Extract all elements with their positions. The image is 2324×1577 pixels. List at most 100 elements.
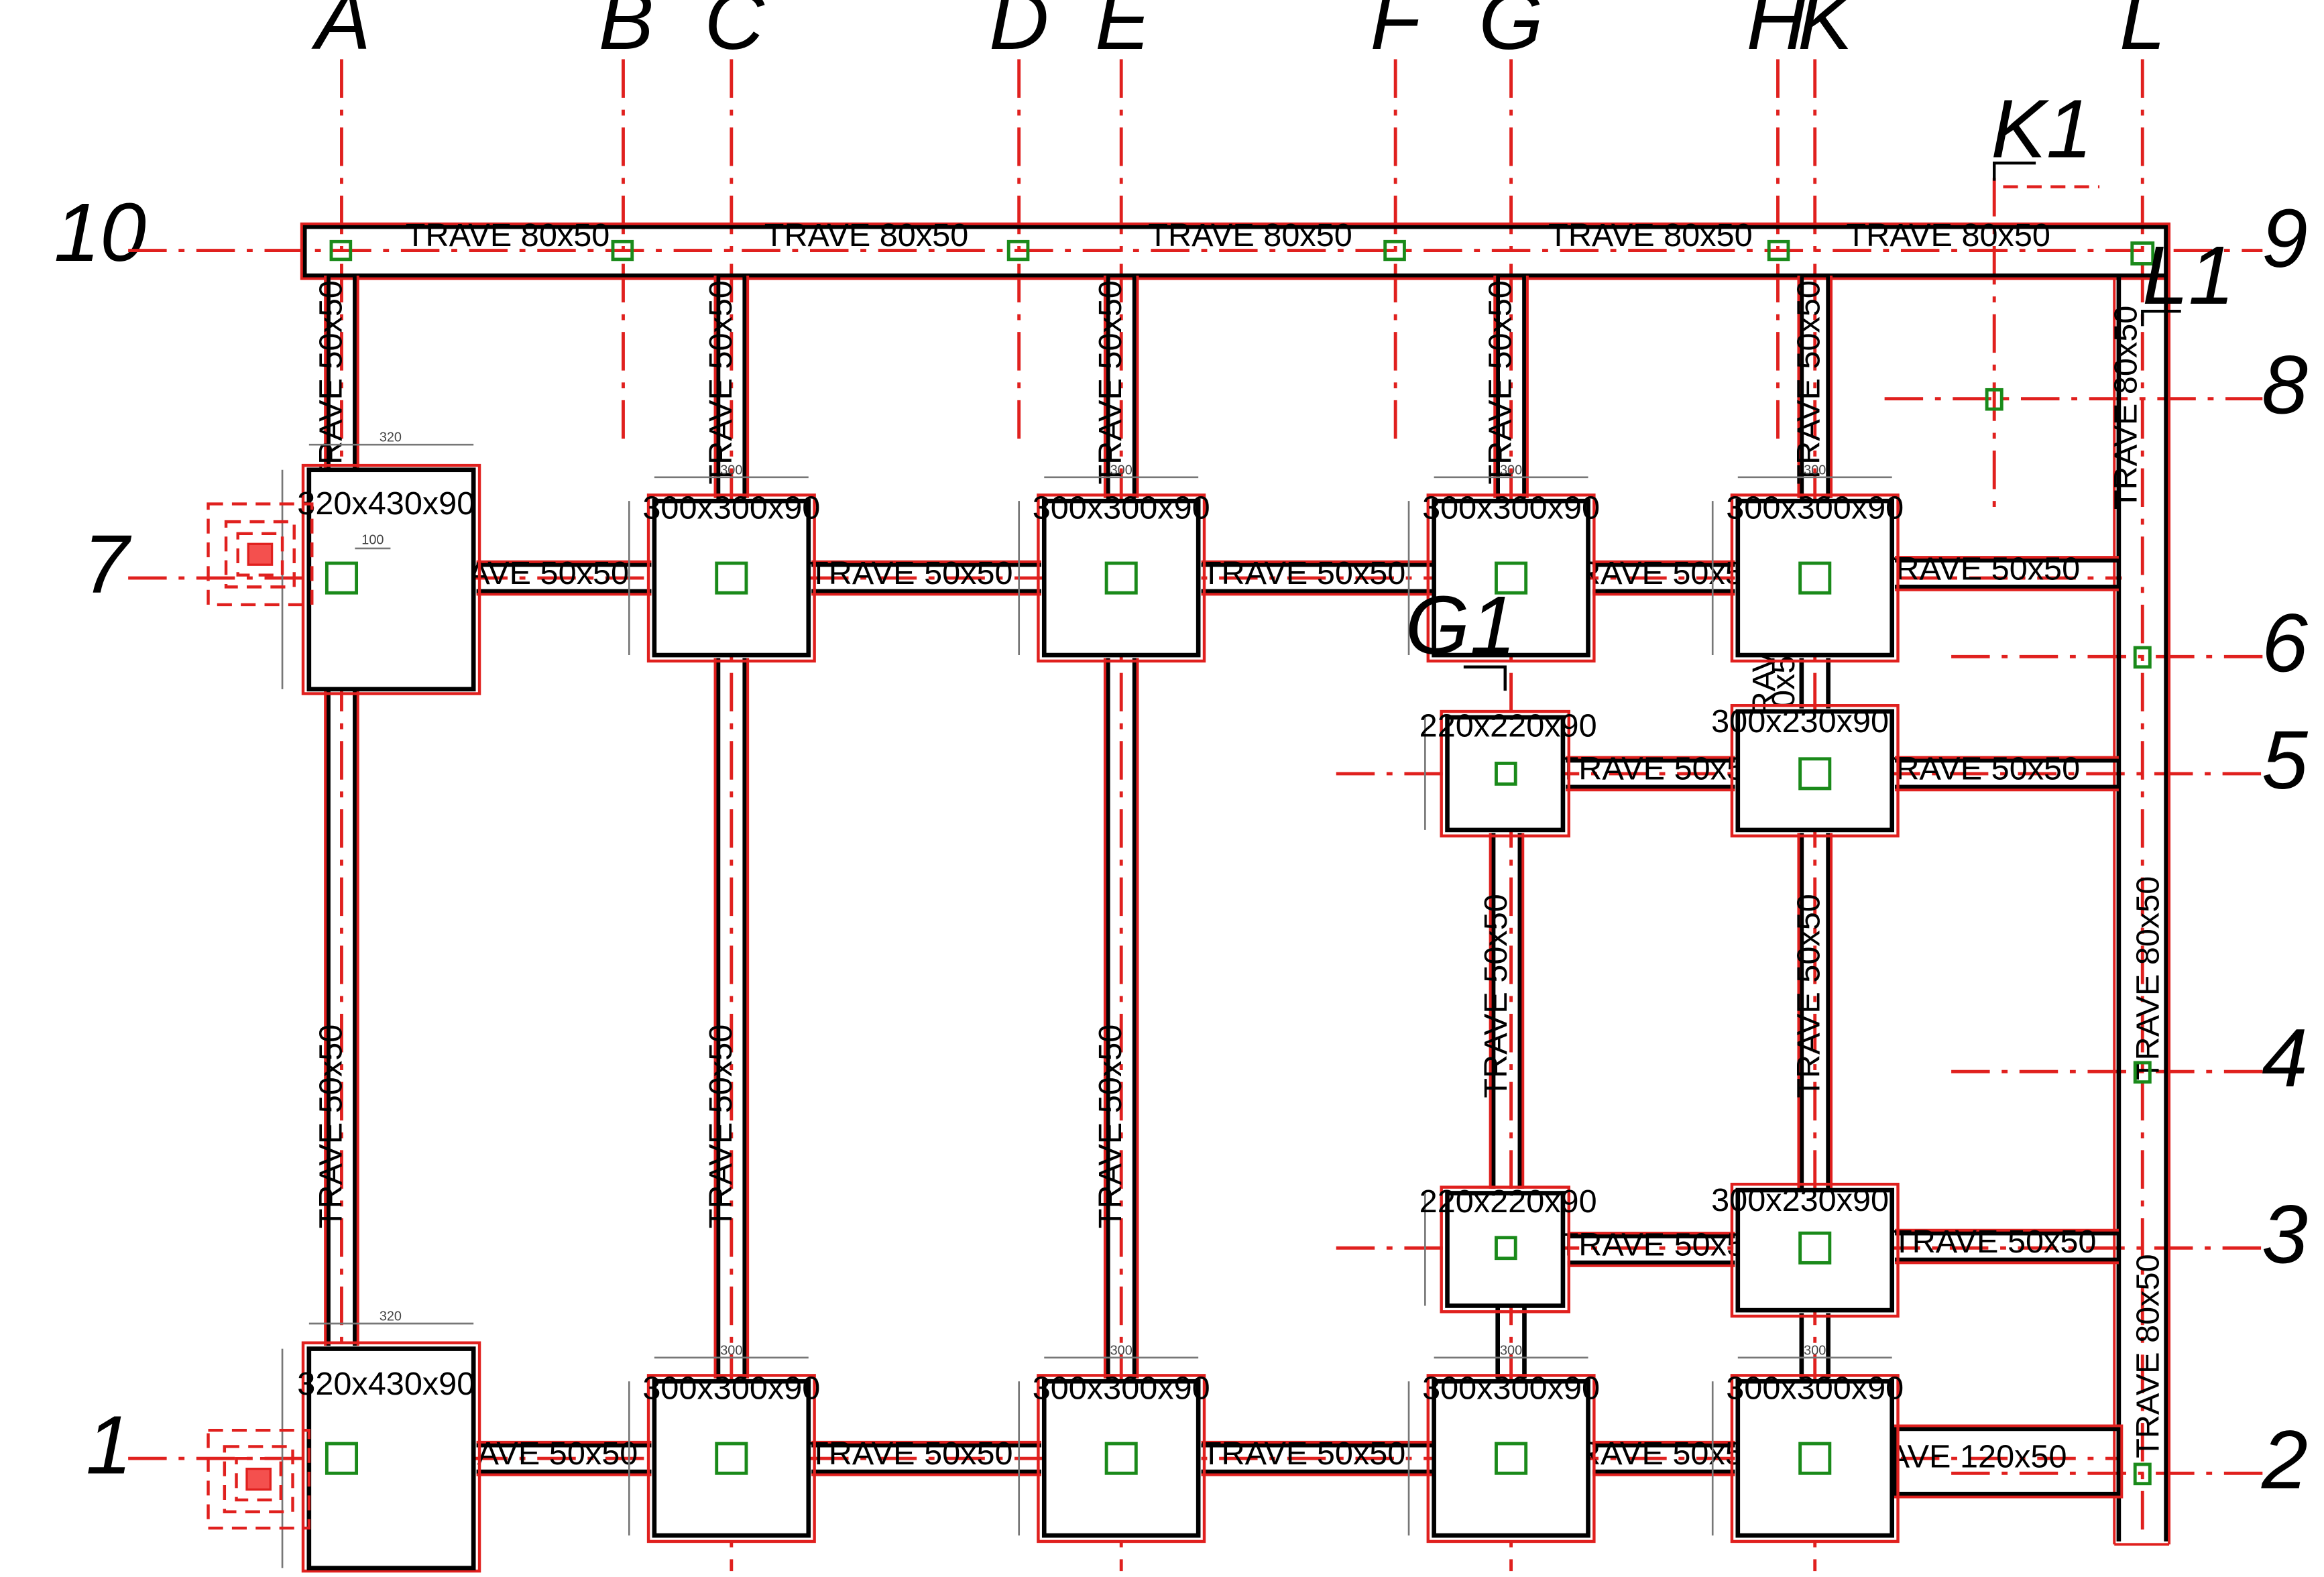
column-marker — [1104, 561, 1138, 595]
trave-label-1-2: TRAVE 50x50 — [809, 1436, 1013, 1472]
footing-c7: 300 300x300x90 — [628, 463, 820, 663]
footing-label-k5: 300x230x90 — [1711, 703, 1889, 740]
column-marker — [325, 1442, 359, 1475]
svg-text:320: 320 — [380, 430, 402, 445]
special-axis-k1: K1 — [1991, 82, 2100, 188]
trave-label-1-3: TRAVE 50x50 — [1202, 1436, 1406, 1472]
footing-k5: 300x230x90 — [1711, 703, 1900, 837]
svg-text:100: 100 — [361, 532, 384, 547]
footing-label-e7: 300x300x90 — [1033, 490, 1210, 526]
column-marker — [2133, 1462, 2152, 1486]
column-marker — [325, 561, 359, 595]
column-marker — [329, 239, 353, 261]
axis-label-d: D — [989, 0, 1049, 67]
footing-g7: 300 300x300x90 — [1407, 463, 1600, 663]
trave-label-g-top: TRAVE 50x50 — [1483, 280, 1519, 485]
footing-e1: 300 300x300x90 — [1018, 1343, 1210, 1543]
column-marker — [715, 1442, 748, 1475]
column-marker — [1798, 561, 1832, 595]
footing-c1: 300 300x300x90 — [628, 1343, 820, 1543]
trave-label-7-3: TRAVE 50x50 — [1202, 555, 1406, 591]
trave-label-1-4: TRAVE 50x50 — [1557, 1436, 1761, 1472]
column-marker — [1798, 757, 1832, 791]
footing-label-g7: 300x300x90 — [1422, 490, 1600, 526]
column-markers — [325, 239, 2155, 1486]
trave-label-c-mid: TRAVE 50x50 — [703, 1025, 739, 1229]
footing-label-k3: 300x230x90 — [1711, 1182, 1889, 1218]
footing-g1: 300 300x300x90 — [1407, 1343, 1600, 1543]
svg-text:320: 320 — [380, 1309, 402, 1324]
footing-k7: 300 300x300x90 — [1711, 463, 1904, 663]
footing-a7: 320 100 320x430x90 — [281, 430, 481, 695]
column-marker — [1495, 1442, 1528, 1475]
column-marker — [2130, 241, 2155, 266]
trave-label-5-2: TRAVE 50x50 — [1876, 751, 2081, 787]
axis-label-f: F — [1370, 0, 1425, 67]
svg-text:300: 300 — [720, 463, 742, 477]
axis-label-3: 3 — [2262, 1188, 2308, 1281]
footing-label-g3: 220x220x90 — [1419, 1183, 1597, 1220]
footing-g5: 220x220x90 — [1419, 708, 1597, 837]
footing-k1: 300 300x300x90 — [1711, 1343, 1904, 1543]
trave-label-c-top: TRAVE 50x50 — [703, 280, 739, 485]
axis-label-2: 2 — [2261, 1413, 2308, 1506]
footing-label-k7: 300x300x90 — [1726, 490, 1904, 526]
axis-label-4: 4 — [2262, 1012, 2308, 1104]
trave-label-a-top: TRAVE 50x50 — [312, 280, 349, 485]
column-marker — [611, 239, 634, 261]
special-axis-g1: G1 — [1405, 579, 1516, 691]
axis-label-b: B — [599, 0, 654, 67]
trave-label-right-2: TRAVE 80x50 — [2130, 876, 2166, 1081]
trave-label-3-1: TRAVE 50x50 — [1559, 1226, 1763, 1263]
trave-label-3-2: TRAVE 50x50 — [1892, 1224, 2097, 1260]
axis-letters: A B C D E F G H K L — [310, 0, 2165, 67]
perimeter-beams — [300, 222, 2171, 1546]
red-footing-symbol-1 — [207, 1428, 311, 1530]
column-marker — [1985, 388, 2003, 411]
svg-text:300: 300 — [1804, 1343, 1826, 1358]
trave-label-right-1: TRAVE 80x50 — [2107, 306, 2144, 510]
column-marker — [2133, 646, 2152, 669]
footing-label-c7: 300x300x90 — [642, 490, 820, 526]
horizontal-beams — [476, 556, 2124, 1499]
trave-label-e-mid: TRAVE 50x50 — [1092, 1025, 1128, 1229]
footing-label-g1: 300x300x90 — [1422, 1370, 1600, 1407]
axis-label-a: A — [310, 0, 371, 67]
footing-label-a1: 320x430x90 — [297, 1366, 475, 1402]
footing-label-e1: 300x300x90 — [1033, 1370, 1210, 1407]
axis-label-h: H — [1747, 0, 1807, 67]
footings: 320 100 320x430x90 320 320x430x90 300 30… — [281, 430, 1904, 1573]
special-axis-l1: L1 — [2141, 229, 2235, 327]
column-marker — [1495, 561, 1528, 595]
footing-label-c1: 300x300x90 — [642, 1370, 820, 1407]
footing-g3: 220x220x90 — [1419, 1183, 1597, 1313]
column-marker — [1798, 1442, 1832, 1475]
axis-label-l1: L1 — [2142, 229, 2235, 322]
trave-label-5-1: TRAVE 50x50 — [1559, 751, 1763, 787]
trave-label-top-1: TRAVE 80x50 — [406, 217, 610, 253]
axis-label-7: 7 — [83, 518, 132, 611]
trave-label-e-top: TRAVE 50x50 — [1092, 280, 1128, 485]
footing-a1: 320 320x430x90 — [281, 1309, 481, 1573]
trave-label-g-mid: TRAVE 50x50 — [1478, 894, 1514, 1098]
svg-text:300: 300 — [1500, 1343, 1522, 1358]
column-marker — [1383, 239, 1406, 261]
trave-label-top-5: TRAVE 80x50 — [1846, 217, 2050, 253]
trave-label-7-5: TRAVE 50x50 — [1876, 550, 2081, 587]
axis-numbers: 10 9 8 7 6 5 4 3 2 1 — [54, 186, 2309, 1506]
trave-label-top-3: TRAVE 80x50 — [1148, 217, 1352, 253]
footing-label-g5: 220x220x90 — [1419, 708, 1597, 744]
trave-label-top-4: TRAVE 80x50 — [1548, 217, 1753, 253]
svg-text:300: 300 — [1110, 463, 1132, 477]
footing-label-k1: 300x300x90 — [1726, 1370, 1904, 1407]
column-marker — [1104, 1442, 1138, 1475]
axis-label-k1: K1 — [1991, 82, 2092, 175]
axis-label-8: 8 — [2262, 339, 2308, 432]
axis-label-10: 10 — [54, 186, 146, 279]
svg-text:300: 300 — [720, 1343, 742, 1358]
column-marker — [1006, 239, 1030, 261]
column-marker — [715, 561, 748, 595]
axis-label-1: 1 — [86, 1399, 132, 1491]
trave-label-top-2: TRAVE 80x50 — [764, 217, 969, 253]
